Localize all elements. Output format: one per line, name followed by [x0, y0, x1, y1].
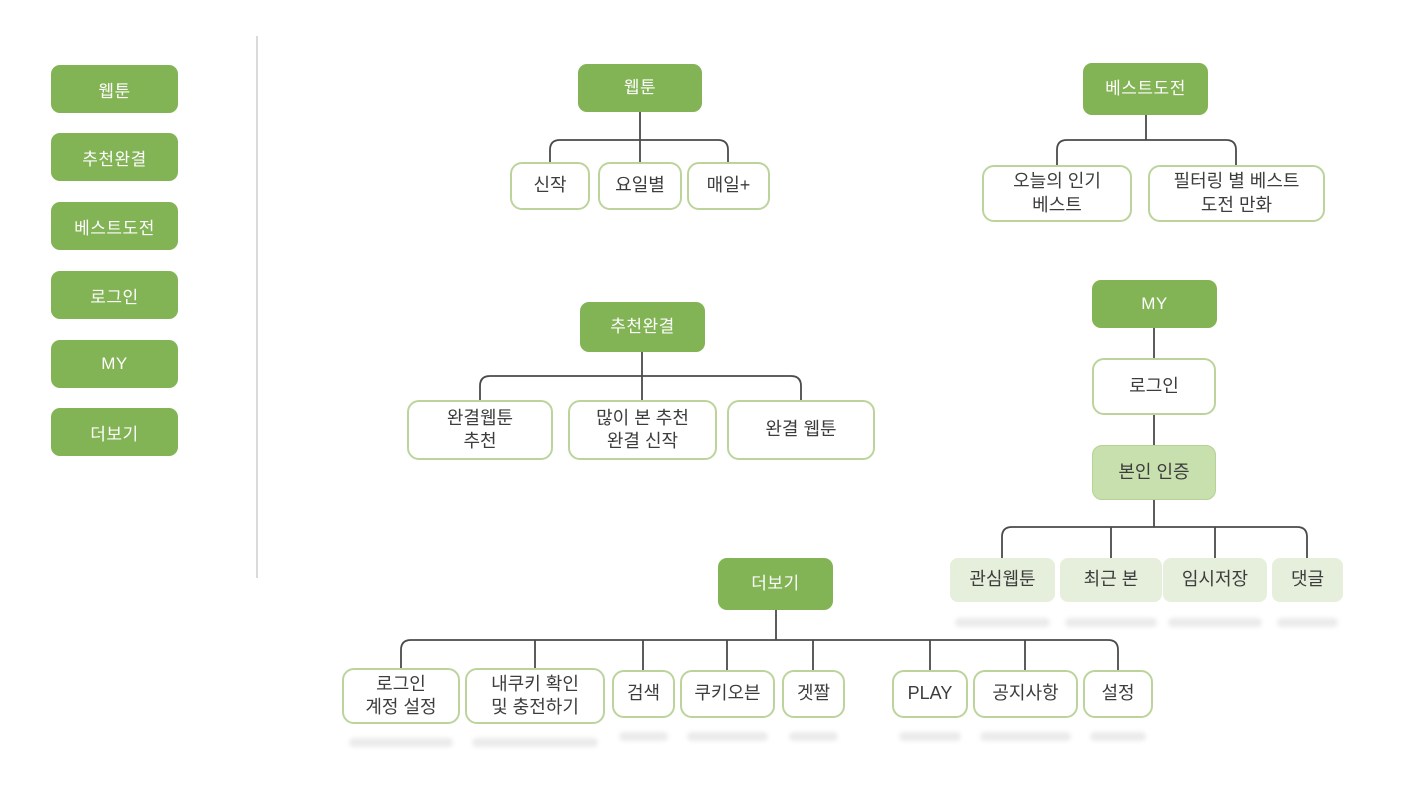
node-recommend-completed-root: 추천완결: [580, 302, 705, 352]
node-new-works: 신작: [510, 162, 590, 210]
node-notices: 공지사항: [973, 670, 1078, 718]
node-identity-verification: 본인 인증: [1092, 445, 1216, 500]
node-my-cookie-check-charge: 내쿠키 확인 및 충전하기: [465, 668, 605, 724]
node-my-root: MY: [1092, 280, 1217, 328]
node-login: 로그인: [1092, 358, 1216, 415]
node-completed-webtoon: 완결 웹툰: [727, 400, 875, 460]
node-search: 검색: [612, 670, 675, 718]
connector-more: [400, 609, 1119, 671]
node-webtoon-root: 웹툰: [578, 64, 702, 112]
node-more-root: 더보기: [718, 558, 833, 610]
sidebar-item-best-challenge: 베스트도전: [51, 202, 178, 250]
node-by-weekday: 요일별: [598, 162, 682, 210]
sidebar-item-webtoon: 웹툰: [51, 65, 178, 113]
node-cookie-oven: 쿠키오븐: [680, 670, 775, 718]
connector-my: [1001, 327, 1308, 559]
connector-webtoon: [549, 111, 729, 163]
connector-recommend-completed: [479, 351, 802, 401]
node-daily-plus: 매일+: [687, 162, 770, 210]
sidebar-item-login: 로그인: [51, 271, 178, 319]
node-best-challenge-root: 베스트도전: [1083, 63, 1208, 115]
node-play: PLAY: [892, 670, 968, 718]
vertical-divider: [256, 36, 258, 578]
node-getzzal: 겟짤: [782, 670, 845, 718]
sidebar-item-more: 더보기: [51, 408, 178, 456]
node-most-viewed-completed-new: 많이 본 추천 완결 신작: [568, 400, 717, 460]
node-filtered-best-challenge: 필터링 별 베스트 도전 만화: [1148, 165, 1325, 222]
sidebar-item-recommend-completed: 추천완결: [51, 133, 178, 181]
node-drafts: 임시저장: [1163, 558, 1267, 602]
sidebar-item-my: MY: [51, 340, 178, 388]
node-settings: 설정: [1083, 670, 1153, 718]
node-today-popular-best: 오늘의 인기 베스트: [982, 165, 1132, 222]
node-favorite-webtoons: 관심웹툰: [950, 558, 1055, 602]
node-login-account-settings: 로그인 계정 설정: [342, 668, 460, 724]
connector-best-challenge: [1056, 114, 1237, 166]
node-completed-webtoon-recommend: 완결웹툰 추천: [407, 400, 553, 460]
node-comments: 댓글: [1272, 558, 1343, 602]
node-recently-viewed: 최근 본: [1060, 558, 1162, 602]
